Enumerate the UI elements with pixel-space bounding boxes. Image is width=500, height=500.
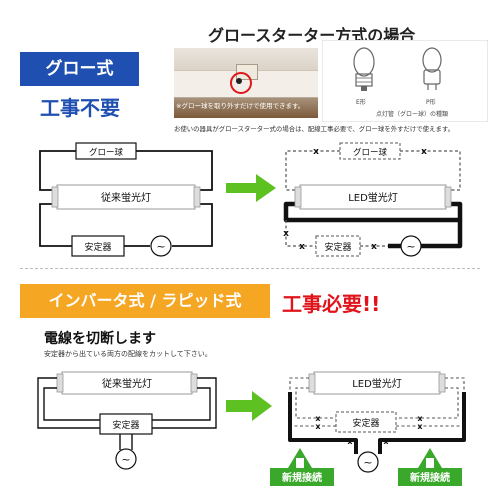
right-ballast-box (335, 411, 397, 433)
right-ac-source-icon (400, 235, 422, 257)
right-ballast-label: 安定器 (324, 241, 351, 253)
cut-wires-heading: 電線を切断します (44, 331, 156, 347)
inverter-circuit-diagrams: 従来蛍光灯 安定器 ~ LED蛍光灯 (37, 371, 466, 486)
cut-mark-icon: x (421, 147, 427, 157)
fixture-photo: ※グロー球を取り外すだけで使用できます。 (174, 48, 318, 118)
e-type-bulb-icon (353, 47, 375, 91)
glow-circuit-diagrams: グロー球 従来蛍光灯 安定器 ~ グロー球 LED蛍光灯 (39, 142, 463, 257)
cut-mark-icon: x (315, 414, 321, 423)
section-divider (20, 268, 480, 269)
new-connection-box-right (398, 468, 462, 486)
photo-caption: ※グロー球を取り外すだけで使用できます。 (176, 102, 305, 110)
left-ac-source-icon (115, 448, 137, 470)
no-construction-label: 工事不要 (40, 96, 120, 120)
glow-type-badge-label: グロー式 (45, 59, 114, 79)
left-tube (56, 184, 196, 210)
right-tube-label: LED蛍光灯 (352, 377, 402, 390)
right-ac-symbol: ~ (406, 240, 415, 253)
left-ballast-label: 安定器 (84, 241, 111, 253)
left-tube-cap-left (56, 373, 64, 393)
inverter-type-badge-label: インバータ式 / ラピッド式 (48, 291, 242, 310)
cut-mark-icon: x (417, 414, 423, 423)
cut-mark-icon: x (313, 147, 319, 157)
right-inverter-circuit: LED蛍光灯 安定器 ~ x x x x x x 新規接続 (270, 371, 466, 486)
glow-note: お使いの器具がグロースターター式の場合は、配線工事必要で、グロー球を外すだけで使… (174, 125, 454, 133)
p-type-bulb-icon (422, 47, 442, 90)
left-tube-cap-left (51, 186, 59, 208)
right-tube-label: LED蛍光灯 (348, 191, 398, 204)
cut-mark-icon: x (315, 422, 321, 431)
cut-mark-icon: x (371, 242, 377, 252)
left-tube-label: 従来蛍光灯 (102, 377, 152, 390)
e-type-label: E形 (356, 98, 366, 106)
left-ac-symbol: ~ (156, 240, 165, 253)
glow-bulb-dot (236, 78, 242, 84)
left-glow-box (75, 142, 137, 160)
left-tube-label: 従来蛍光灯 (101, 191, 151, 204)
inverter-arrow-icon (226, 391, 272, 421)
left-tube-cap-right (193, 186, 201, 208)
right-ac-symbol: ~ (363, 456, 372, 469)
left-inverter-circuit: 従来蛍光灯 安定器 ~ (37, 371, 217, 470)
left-ballast-box (71, 235, 125, 257)
right-tube-cap-left (308, 373, 316, 393)
right-tube-cap-right (444, 186, 452, 208)
p-type-label: P形 (426, 98, 436, 106)
new-connection-label-right: 新規接続 (410, 471, 450, 484)
cut-wires-note: 安定器から出ている両方の配線をカットして下さい。 (44, 350, 212, 358)
right-ballast-box (315, 235, 361, 257)
cut-mark-icon: x (347, 437, 353, 446)
new-connection-label-left: 新規接続 (282, 471, 322, 484)
glow-arrow-icon (226, 174, 276, 202)
cut-mark-icon: x (383, 437, 389, 446)
left-tube-cap-right (190, 373, 198, 393)
right-glow-box (339, 142, 401, 160)
right-ballast-label: 安定器 (352, 417, 379, 429)
construction-required-label: 工事必要!! (282, 292, 381, 316)
cut-mark-icon: x (283, 229, 289, 239)
glow-type-badge: グロー式 (20, 52, 139, 86)
left-glow-label: グロー球 (89, 147, 124, 158)
new-connection-box-left (270, 468, 334, 486)
left-glow-circuit: グロー球 従来蛍光灯 安定器 ~ (39, 142, 213, 257)
right-tube-cap-right (438, 373, 446, 393)
inverter-type-badge: インバータ式 / ラピッド式 (20, 284, 270, 318)
right-glow-circuit: グロー球 LED蛍光灯 安定器 ~ x x x x x (283, 142, 463, 257)
left-ballast-label: 安定器 (112, 419, 139, 431)
new-connection-arrow-icon (288, 448, 312, 468)
right-ac-source-icon (357, 451, 379, 473)
left-ac-symbol: ~ (121, 453, 130, 466)
cut-mark-icon: x (417, 422, 423, 431)
left-ballast-box (99, 413, 153, 435)
new-connection-arrow-icon (418, 448, 442, 468)
glow-bulb-marker (230, 72, 252, 94)
right-glow-label: グロー球 (353, 147, 388, 158)
right-tube-cap-left (294, 186, 302, 208)
bulb-types-panel: E形 P形 点灯管（グロー球）の種類 (322, 40, 488, 122)
cut-mark-icon: x (299, 242, 305, 252)
left-ac-source-icon (150, 235, 172, 257)
bulb-types-caption: 点灯管（グロー球）の種類 (376, 110, 448, 118)
